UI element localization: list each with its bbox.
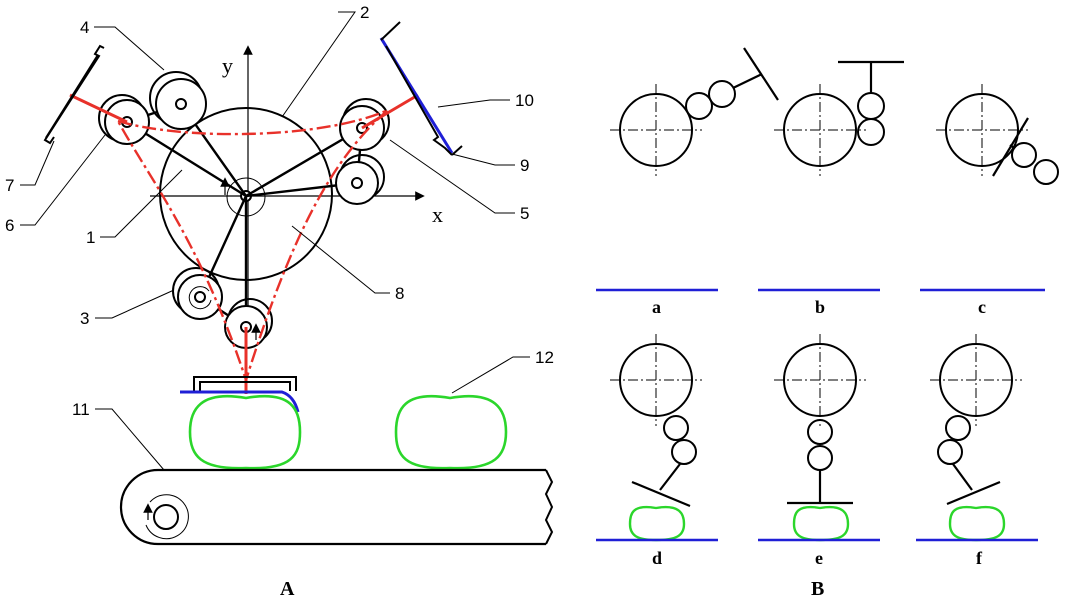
subfig-a bbox=[596, 47, 779, 292]
conveyor-belt bbox=[119, 468, 554, 546]
panel-a bbox=[20, 11, 554, 546]
subfig-label-e: e bbox=[815, 548, 823, 568]
subfig-label-f: f bbox=[976, 548, 983, 568]
subfig-c bbox=[920, 84, 1059, 292]
subfig-label-b: b bbox=[815, 297, 825, 317]
callout-12: 12 bbox=[535, 348, 554, 367]
fruit-item bbox=[188, 395, 302, 470]
gear-set-top-left bbox=[98, 71, 207, 145]
subfig-f bbox=[916, 334, 1038, 542]
blue-plate bbox=[180, 390, 300, 413]
subfig-d bbox=[596, 334, 718, 542]
caption-b: B bbox=[811, 578, 824, 600]
subfig-b bbox=[758, 60, 904, 292]
callout-7: 7 bbox=[5, 176, 14, 195]
axis-label-y: y bbox=[222, 53, 233, 78]
callout-11: 11 bbox=[72, 400, 90, 419]
callout-4: 4 bbox=[80, 18, 89, 37]
fruit-item bbox=[394, 395, 508, 470]
leader-lines bbox=[20, 11, 530, 471]
gripper-left bbox=[43, 44, 128, 145]
axis-label-x: x bbox=[432, 202, 443, 227]
trajectory-curve bbox=[115, 108, 389, 384]
panel-b bbox=[596, 47, 1059, 542]
subfig-label-d: d bbox=[652, 548, 662, 568]
callout-2: 2 bbox=[360, 3, 369, 22]
callout-6: 6 bbox=[5, 216, 14, 235]
callout-9: 9 bbox=[520, 156, 529, 175]
rotation-arrow bbox=[188, 286, 212, 310]
subfig-e bbox=[758, 334, 880, 542]
callout-3: 3 bbox=[80, 309, 89, 328]
subfig-label-a: a bbox=[652, 297, 661, 317]
callout-10: 10 bbox=[515, 91, 534, 110]
gripper-right bbox=[361, 21, 463, 156]
gripper-bottom bbox=[180, 327, 300, 413]
callout-5: 5 bbox=[520, 204, 529, 223]
caption-a: A bbox=[280, 578, 295, 600]
subfig-label-c: c bbox=[978, 297, 986, 317]
callout-8: 8 bbox=[395, 284, 404, 303]
callout-1: 1 bbox=[86, 228, 95, 247]
